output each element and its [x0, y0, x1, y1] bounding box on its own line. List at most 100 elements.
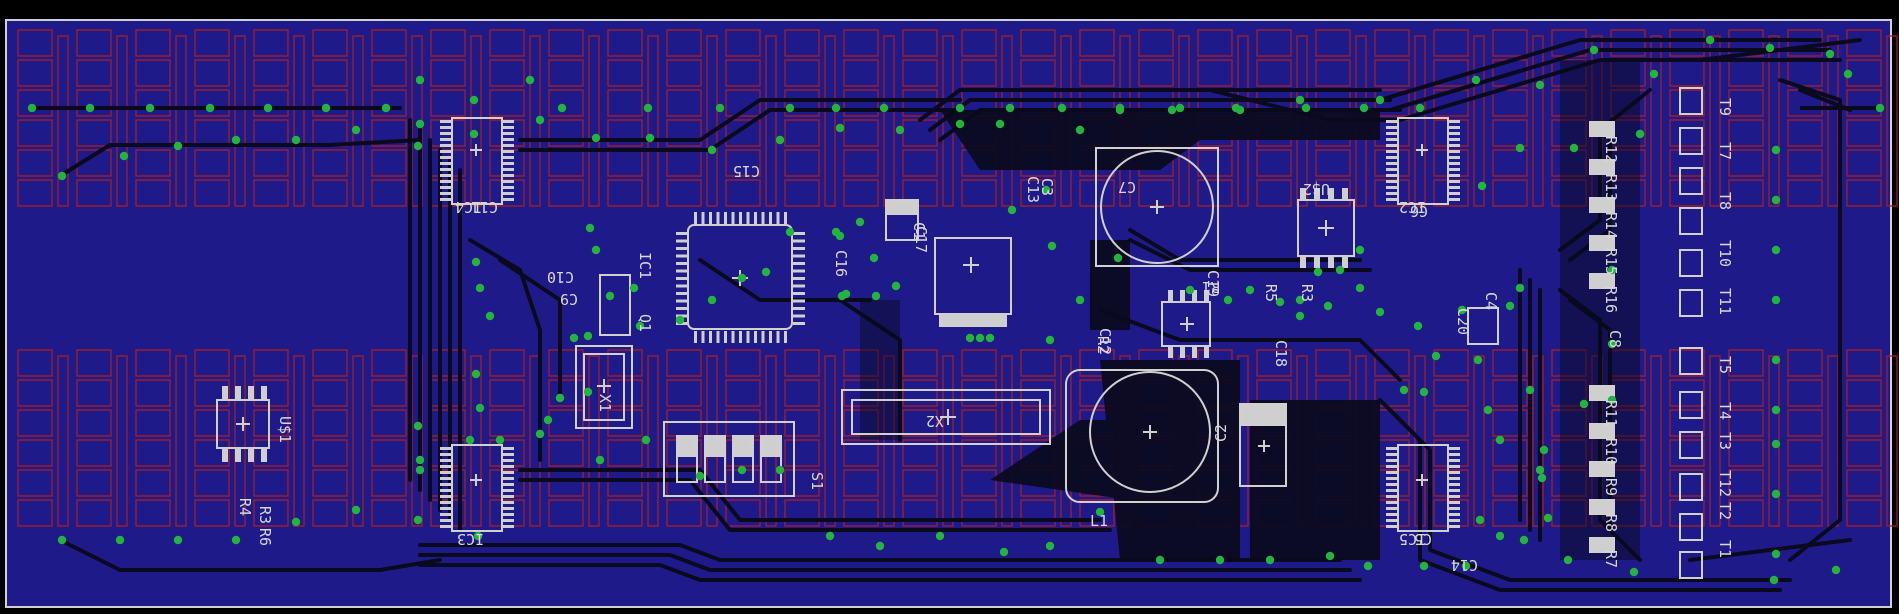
transistor-footprint: [1679, 391, 1703, 419]
via: [1325, 551, 1335, 561]
pin-pad: [793, 314, 805, 318]
via: [1473, 355, 1483, 365]
pin-pad: [502, 156, 514, 159]
pin-pad: [1180, 346, 1185, 358]
pin-pad: [502, 132, 514, 135]
via: [1095, 507, 1105, 517]
via: [835, 123, 845, 133]
via: [1771, 405, 1781, 415]
via: [1477, 181, 1487, 191]
via: [475, 283, 485, 293]
segment-digit-outline: [17, 29, 69, 207]
pin-pad: [440, 477, 452, 480]
pin-pad: [739, 331, 742, 343]
resistor-footprint: [1589, 385, 1615, 401]
pin-pad: [746, 331, 750, 343]
pin-pad: [746, 212, 750, 224]
via: [1235, 105, 1245, 115]
via: [1495, 435, 1505, 445]
via: [231, 535, 241, 545]
via: [629, 283, 639, 293]
pin-pad: [754, 212, 757, 224]
label-c19: C19: [1204, 270, 1222, 297]
via: [1471, 75, 1481, 85]
pin-pad: [676, 239, 688, 243]
label-c11: C11: [471, 198, 498, 216]
via: [591, 133, 601, 143]
x1-crystal-footprint: [575, 345, 633, 429]
pin-pad: [1386, 120, 1398, 123]
pin-pad: [1386, 471, 1398, 474]
via: [469, 95, 479, 105]
pin-pad: [793, 254, 805, 258]
pin-pad: [784, 331, 787, 343]
pin-pad: [1448, 150, 1460, 153]
via: [761, 267, 771, 277]
resistor-footprint: [1589, 499, 1615, 515]
via: [737, 273, 747, 283]
via: [1295, 311, 1305, 321]
via: [1167, 105, 1177, 115]
via: [641, 435, 651, 445]
pin-pad: [502, 513, 514, 516]
via: [1483, 405, 1493, 415]
via: [1607, 339, 1617, 349]
via: [1635, 129, 1645, 139]
pin-pad: [793, 299, 805, 303]
segment-digit-outline: [784, 349, 836, 527]
pin-pad: [1448, 168, 1460, 171]
via: [1215, 555, 1225, 565]
pin-pad: [440, 150, 452, 153]
via: [555, 393, 565, 403]
via: [875, 541, 885, 551]
via: [1075, 295, 1085, 305]
pin-pad: [731, 212, 735, 224]
via: [231, 135, 241, 145]
via: [1525, 385, 1535, 395]
via: [1515, 283, 1525, 293]
segment-digit-outline: [1492, 349, 1544, 527]
pin-pad: [793, 247, 805, 250]
pin-pad: [776, 331, 780, 343]
resistor-footprint: [1589, 121, 1615, 137]
label-c4: C4: [1482, 292, 1500, 310]
label-r12: R12: [1602, 136, 1620, 163]
via: [381, 103, 391, 113]
via: [1649, 69, 1659, 79]
ic5-footprint: [1397, 444, 1449, 532]
via: [1519, 535, 1529, 545]
pin-pad: [1448, 192, 1460, 195]
transistor-column: [222, 87, 1703, 579]
pin-pad: [694, 331, 697, 343]
pin-pad: [724, 331, 727, 343]
via: [1629, 567, 1639, 577]
via: [595, 455, 605, 465]
pin-pad: [739, 212, 742, 224]
via: [1475, 515, 1485, 525]
pin-pad: [754, 331, 757, 343]
label-c10: C10: [547, 268, 574, 286]
pin-pad: [1386, 156, 1398, 159]
segment-digit-outline: [1846, 349, 1898, 527]
via: [1057, 103, 1067, 113]
pin-pad: [676, 299, 688, 303]
pin-pad: [793, 307, 805, 310]
pin-pad: [1386, 453, 1398, 456]
segment-digit-outline: [666, 29, 718, 207]
via: [715, 103, 725, 113]
via: [27, 103, 37, 113]
via: [583, 387, 593, 397]
pin-pad: [724, 212, 727, 224]
via: [1607, 395, 1617, 405]
pin-pad: [1386, 174, 1398, 177]
pin-pad: [440, 453, 452, 456]
label-t1: T1: [1716, 540, 1734, 558]
pin-pad: [709, 212, 712, 224]
pin-pad: [440, 132, 452, 135]
via: [351, 505, 361, 515]
pin-pad: [1448, 144, 1460, 147]
via: [291, 517, 301, 527]
segment-digit-outline: [961, 349, 1013, 527]
pin-pad: [1386, 192, 1398, 195]
label-r11: R11: [1602, 400, 1620, 427]
